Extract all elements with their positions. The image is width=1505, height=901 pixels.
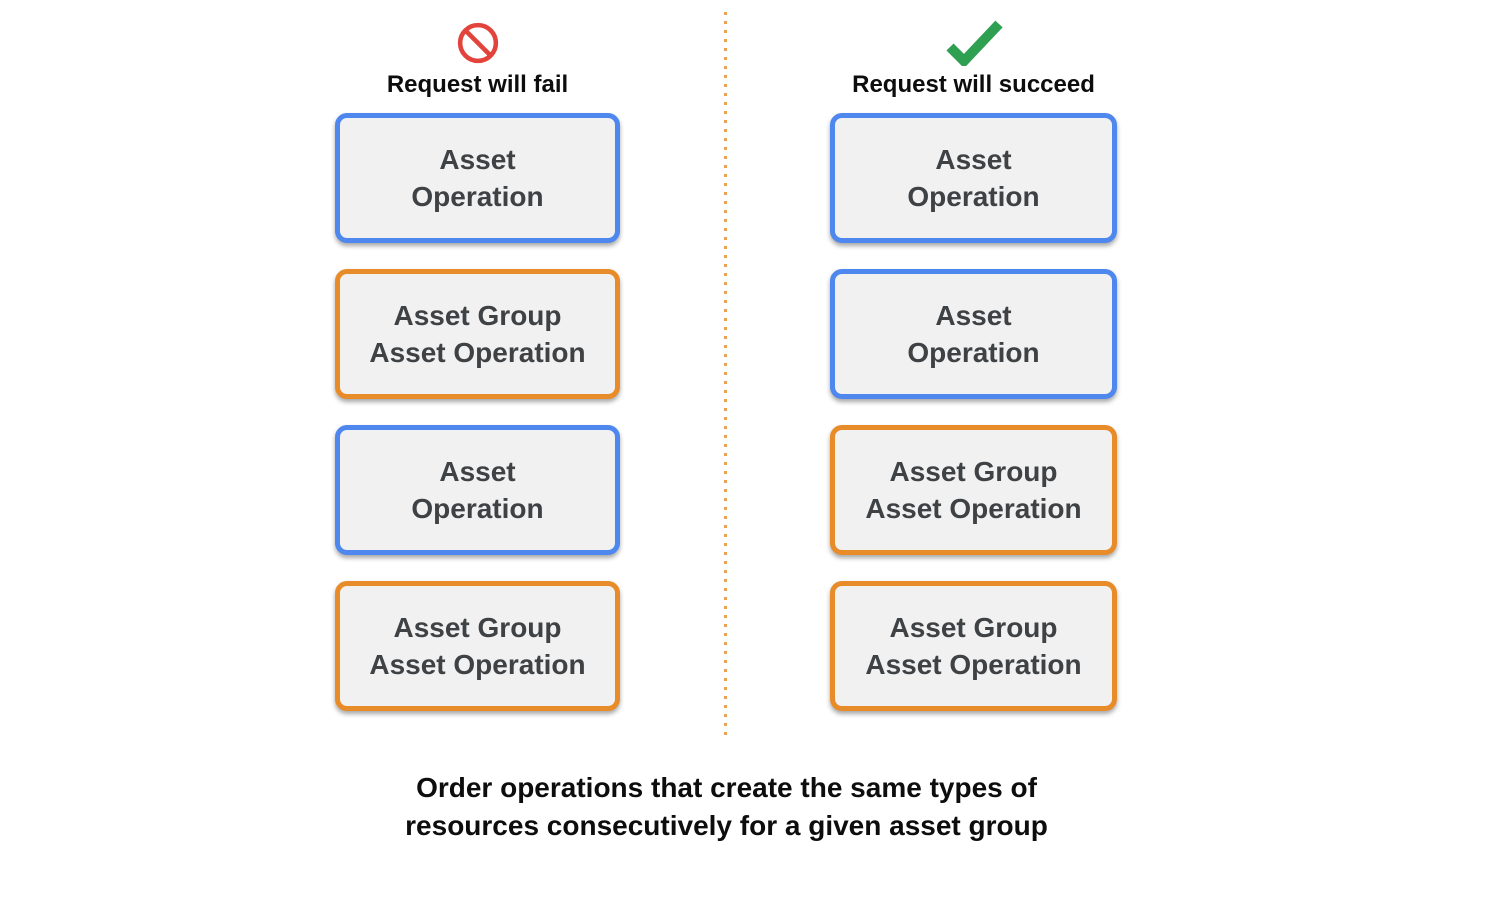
node-label-line: Asset Group <box>393 300 562 331</box>
diagram-caption: Order operations that create the same ty… <box>335 769 1118 845</box>
node-label-line: Asset Group <box>393 612 562 643</box>
fail-column-title: Request will fail <box>386 71 569 98</box>
caption-line: Order operations that create the same ty… <box>416 772 1037 803</box>
node-asset-group-asset-operation: Asset Group Asset Operation <box>830 425 1117 555</box>
node-asset-operation: Asset Operation <box>335 113 620 243</box>
node-label-line: Asset <box>439 144 516 175</box>
node-label-line: Asset <box>439 456 516 487</box>
node-label-line: Operation <box>907 181 1040 212</box>
fail-column-header: Request will fail <box>335 20 620 99</box>
node-label-line: Asset <box>935 144 1012 175</box>
prohibition-icon <box>456 20 500 66</box>
node-asset-group-asset-operation: Asset Group Asset Operation <box>335 581 620 711</box>
succeed-column-header: Request will succeed <box>830 20 1117 99</box>
node-label-line: Asset Operation <box>369 649 586 680</box>
node-label-line: Operation <box>907 337 1040 368</box>
node-label-line: Asset Operation <box>865 649 1082 680</box>
node-label-line: Asset <box>935 300 1012 331</box>
node-label-line: Asset Group <box>889 456 1058 487</box>
node-label-line: Asset Operation <box>865 493 1082 524</box>
caption-line: resources consecutively for a given asse… <box>405 810 1048 841</box>
node-label-line: Operation <box>411 493 544 524</box>
succeed-column-title: Request will succeed <box>852 71 1095 98</box>
node-asset-operation: Asset Operation <box>830 269 1117 399</box>
node-asset-operation: Asset Operation <box>335 425 620 555</box>
column-divider-dotted-line <box>724 12 727 738</box>
node-asset-group-asset-operation: Asset Group Asset Operation <box>335 269 620 399</box>
checkmark-icon <box>943 20 1005 66</box>
node-asset-operation: Asset Operation <box>830 113 1117 243</box>
node-label-line: Asset Group <box>889 612 1058 643</box>
node-asset-group-asset-operation: Asset Group Asset Operation <box>830 581 1117 711</box>
node-label-line: Asset Operation <box>369 337 586 368</box>
node-label-line: Operation <box>411 181 544 212</box>
